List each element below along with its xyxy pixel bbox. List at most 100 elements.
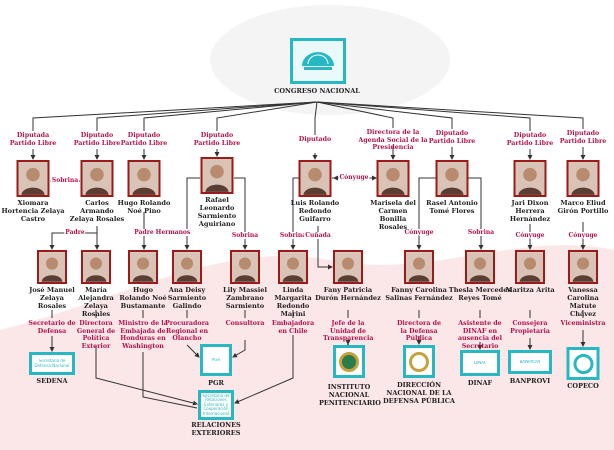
avatar-silhouette-icon xyxy=(129,162,159,195)
person-photo[interactable] xyxy=(37,250,67,284)
connector-line xyxy=(316,101,394,128)
person-name: Hugo Rolando Noé Pino xyxy=(117,199,171,215)
person-photo[interactable] xyxy=(80,160,114,197)
relation-label: Sobrina xyxy=(278,232,308,239)
connector-line xyxy=(32,101,318,131)
avatar-silhouette-icon xyxy=(517,252,543,282)
person-photo[interactable] xyxy=(128,250,158,284)
person-name: Fany Patricia Durón Hernández xyxy=(315,286,381,302)
relation-label: Hermanos xyxy=(154,229,192,236)
person-photo[interactable] xyxy=(566,160,600,197)
institution-logo xyxy=(566,347,600,380)
emblem-icon xyxy=(409,351,429,372)
person-photo[interactable] xyxy=(333,250,363,284)
avatar-silhouette-icon xyxy=(232,252,258,282)
connector-line xyxy=(317,226,333,270)
connector-line xyxy=(96,101,318,131)
person-photo[interactable] xyxy=(298,160,332,197)
connector-line xyxy=(234,335,294,404)
institution-logo: Secretaría de Defensa Nacional xyxy=(29,352,75,375)
connector-line xyxy=(468,177,484,250)
emblem-icon xyxy=(573,353,593,374)
person-photo[interactable] xyxy=(513,160,547,197)
person-photo[interactable] xyxy=(172,250,202,284)
person-position: Secretario de Defensa xyxy=(28,320,76,335)
person-name: Carlos Armando Zelaya Rosales xyxy=(69,199,125,223)
connector-line xyxy=(216,101,318,131)
institution-logo: DINAF xyxy=(460,350,500,376)
person-photo[interactable] xyxy=(515,250,545,284)
person-name: María Alejandra Zelaya Rosales xyxy=(78,286,114,318)
person-name: José Manuel Zelaya Rosales xyxy=(29,286,75,310)
avatar-silhouette-icon xyxy=(570,252,596,282)
institution-logo-text: DINAF xyxy=(473,360,487,365)
relation-label: Sobrina xyxy=(50,177,80,184)
avatar-silhouette-icon xyxy=(18,162,48,195)
relation-label: Padre xyxy=(133,229,155,236)
avatar-silhouette-icon xyxy=(202,159,232,192)
person-name: Linda Margarita Redondo Marini xyxy=(274,286,312,318)
avatar-silhouette-icon xyxy=(335,252,361,282)
connector-line xyxy=(232,340,246,358)
person-position: Jefe de la Unidad de Transparencia xyxy=(323,320,374,343)
connector-line xyxy=(416,177,436,250)
person-position: Procuradora Regional en Olancho xyxy=(164,320,210,343)
person-photo[interactable] xyxy=(127,160,161,197)
person-photo[interactable] xyxy=(404,250,434,284)
person-name: Marisela del Carmen Bonilla Rosales xyxy=(370,199,416,231)
person-photo[interactable] xyxy=(81,250,111,284)
relation-label: Cónyuge xyxy=(567,232,599,239)
institution-name: DIRECCIÓN NACIONAL DE LA DEFENSA PÚBLICA xyxy=(383,381,455,405)
person-photo[interactable] xyxy=(568,250,598,284)
institution-logo-text: Secretaría de Defensa Nacional xyxy=(34,359,70,368)
person-name: Xiomara Hortencia Zelaya Castro xyxy=(1,199,65,223)
person-name: Jari Dixon Herrera Hernández xyxy=(509,199,551,223)
person-name: Thesla Mercedes Reyes Tomé xyxy=(448,286,512,302)
person-position: Consultora xyxy=(225,320,265,327)
relation-label: Cónyuge xyxy=(403,229,435,236)
connector-line xyxy=(186,344,200,358)
person-position: Consejera Propietaria xyxy=(510,320,550,335)
avatar-silhouette-icon xyxy=(437,162,467,195)
relation-label: Cuñada xyxy=(304,232,332,239)
connector-line xyxy=(142,352,198,409)
institution-logo xyxy=(403,345,435,378)
person-role: Diputado Partido Libre xyxy=(120,132,168,147)
person-position: Ministro de la Embajada de Honduras en W… xyxy=(118,320,168,350)
connector-line xyxy=(316,101,531,131)
person-photo[interactable] xyxy=(435,160,469,197)
connector-line xyxy=(143,101,318,131)
person-photo[interactable] xyxy=(230,250,260,284)
avatar-silhouette-icon xyxy=(280,252,306,282)
relation-label: Padre xyxy=(64,229,86,236)
person-position: Directora General de Política Exterior xyxy=(76,320,116,350)
person-photo[interactable] xyxy=(465,250,495,284)
relation-label: Cónyuge xyxy=(514,232,546,239)
institution-name: RELACIONES EXTERIORES xyxy=(191,421,241,437)
person-photo[interactable] xyxy=(376,160,410,197)
congress-building-icon xyxy=(290,38,346,84)
person-name: Ana Deisy Sarmiento Galindo xyxy=(167,286,207,310)
avatar-silhouette-icon xyxy=(300,162,330,195)
avatar-silhouette-icon xyxy=(406,252,432,282)
connector-line xyxy=(184,177,200,250)
person-photo[interactable] xyxy=(278,250,308,284)
institution-name: PGR xyxy=(208,379,224,387)
connector-line xyxy=(95,346,198,406)
person-role: Diputado xyxy=(298,136,332,143)
person-name: Rasel Antonio Tomé Flores xyxy=(426,199,478,215)
connector-line xyxy=(234,177,248,250)
avatar-silhouette-icon xyxy=(515,162,545,195)
person-role: Diputado Partido Libre xyxy=(428,130,476,145)
institution-logo xyxy=(333,345,365,378)
person-role: Directora de la Agenda Social de la Pres… xyxy=(358,129,428,152)
institution-name: DINAF xyxy=(467,379,493,387)
person-photo[interactable] xyxy=(16,160,50,197)
institution-name: SEDENA xyxy=(36,377,68,385)
connector-line xyxy=(314,101,318,135)
person-photo[interactable] xyxy=(200,157,234,194)
root-label: CONGRESO NACIONAL xyxy=(274,87,360,95)
avatar-silhouette-icon xyxy=(82,162,112,195)
person-role: Diputado Partido Libre xyxy=(193,132,241,147)
person-name: Marco Eliud Girón Portillo xyxy=(557,199,609,215)
